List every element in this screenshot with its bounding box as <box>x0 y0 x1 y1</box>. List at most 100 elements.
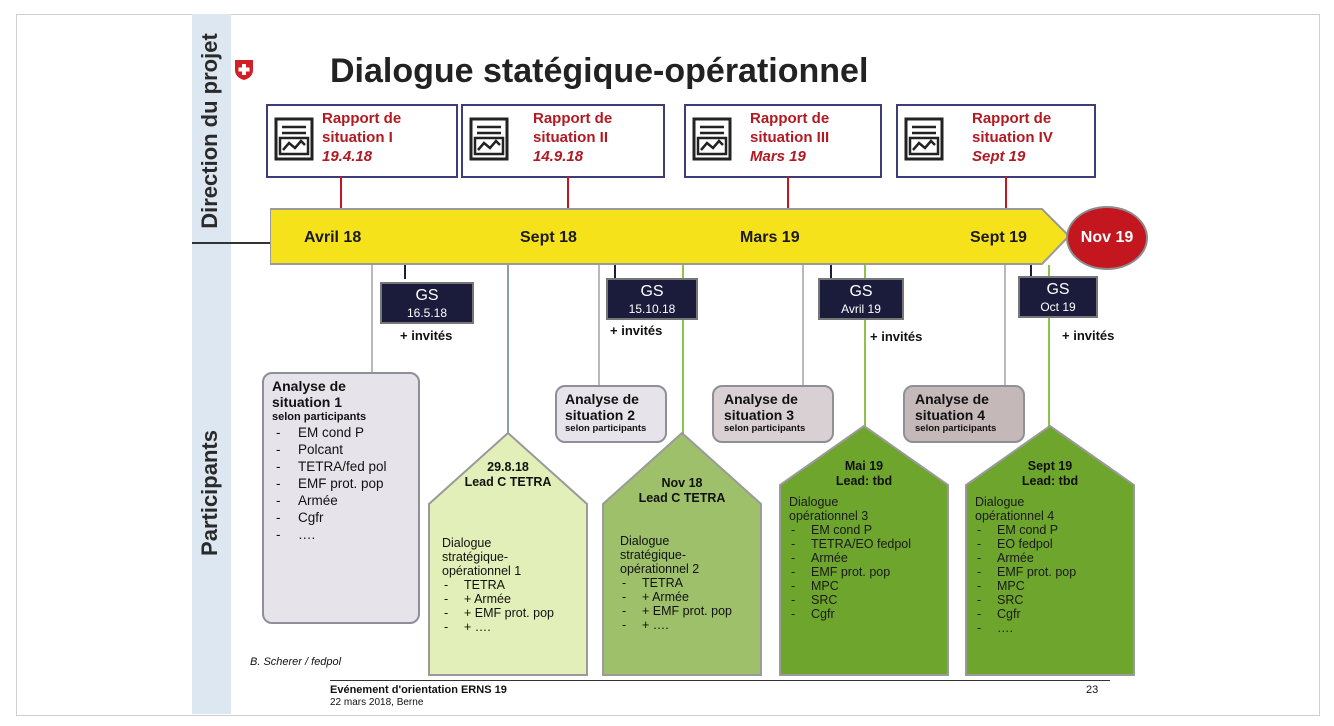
list-item: EM cond P <box>975 523 1133 537</box>
dialogue-connector <box>682 265 684 435</box>
dialogue-lead: Lead: tbd <box>835 474 893 488</box>
dialogue-intro: opérationnel 1 <box>442 564 522 578</box>
list-item: Armée <box>789 551 947 565</box>
dialogue-list: TETRA + Armée + EMF prot. pop + …. <box>442 578 582 634</box>
gs-label: GS <box>640 283 664 300</box>
dialogue-intro: opérationnel 2 <box>620 562 700 576</box>
dialogue-intro: stratégique- <box>620 548 687 562</box>
dialogue-lead: Lead C TETRA <box>638 491 726 505</box>
analysis-subtitle: selon participants <box>915 423 997 434</box>
list-item: …. <box>272 526 410 543</box>
dialogue-connector <box>1048 265 1050 435</box>
report-date: Mars 19 <box>750 148 806 165</box>
report-connector <box>787 176 789 208</box>
page-title: Dialogue statégique-opérationnel <box>330 52 869 90</box>
list-item: …. <box>975 621 1133 635</box>
list-item: Polcant <box>272 441 410 458</box>
timeline-arrow <box>270 208 1070 265</box>
list-item: + EMF prot. pop <box>442 606 582 620</box>
gs-box-2: GS 15.10.18 <box>606 278 698 320</box>
analysis-box-4: Analyse de situation 4 selon participant… <box>903 385 1025 443</box>
analysis-subtitle: selon participants <box>565 423 647 434</box>
analysis-connector <box>802 265 804 385</box>
analysis-box-1: Analyse de situation 1 selon participant… <box>262 372 420 624</box>
report-line1: Rapport de <box>972 110 1052 127</box>
analysis-list: EM cond P Polcant TETRA/fed pol EMF prot… <box>272 424 410 543</box>
gs-box-4: GS Oct 19 <box>1018 276 1098 318</box>
analysis-title: situation 3 <box>724 407 795 423</box>
gs-invites: + invités <box>870 329 923 344</box>
dialogue-intro: stratégique- <box>442 550 509 564</box>
analysis-connector <box>1004 265 1006 385</box>
report-line1: Rapport de <box>322 110 402 127</box>
list-item: + EMF prot. pop <box>620 604 760 618</box>
report-line2: situation II <box>533 129 608 146</box>
dialogue-lead: Lead: tbd <box>1021 474 1079 488</box>
dialogue-connector <box>507 265 509 435</box>
list-item: TETRA/EO fedpol <box>789 537 947 551</box>
analysis-title: Analyse de <box>565 391 639 407</box>
report-box-4: Rapport de situation IV Sept 19 <box>896 104 1096 178</box>
report-connector <box>340 176 342 208</box>
dialogue-shape-3: Mai 19 Lead: tbd Dialogue opérationnel 3… <box>779 425 949 676</box>
list-item: Armée <box>975 551 1133 565</box>
report-chart-icon <box>469 117 509 161</box>
list-item: + Armée <box>620 590 760 604</box>
gs-date: Avril 19 <box>841 302 881 316</box>
gs-date: Oct 19 <box>1040 300 1076 314</box>
analysis-subtitle: selon participants <box>272 411 367 423</box>
list-item: Cgfr <box>272 509 410 526</box>
report-date: 19.4.18 <box>322 148 373 165</box>
report-date: 14.9.18 <box>533 148 584 165</box>
list-item: EMF prot. pop <box>975 565 1133 579</box>
report-box-1: Rapport de situation I 19.4.18 <box>266 104 458 178</box>
timeline-lead-line <box>192 242 272 244</box>
timeline-label: Mars 19 <box>740 229 800 246</box>
report-chart-icon <box>692 117 732 161</box>
dialogue-lead: Lead C TETRA <box>464 475 552 489</box>
analysis-title: situation 1 <box>272 394 343 410</box>
report-box-2: Rapport de situation II 14.9.18 <box>461 104 665 178</box>
analysis-title: situation 4 <box>915 407 986 423</box>
list-item: EM cond P <box>272 424 410 441</box>
gs-date: 16.5.18 <box>406 306 448 320</box>
list-item: Armée <box>272 492 410 509</box>
gs-invites: + invités <box>400 328 453 343</box>
gs-invites: + invités <box>610 323 663 338</box>
dialogue-shape-2: Nov 18 Lead C TETRA Dialogue stratégique… <box>602 432 762 676</box>
list-item: TETRA <box>442 578 582 592</box>
gs-invites: + invités <box>1062 328 1115 343</box>
analysis-box-3: Analyse de situation 3 selon participant… <box>712 385 834 443</box>
author-credit: B. Scherer / fedpol <box>250 656 342 668</box>
dialogue-list: EM cond P TETRA/EO fedpol Armée EMF prot… <box>789 523 947 621</box>
gs-label: GS <box>849 283 873 300</box>
analysis-subtitle: selon participants <box>724 423 806 434</box>
report-line1: Rapport de <box>533 110 613 127</box>
footer-date: 22 mars 2018, Berne <box>330 697 424 708</box>
list-item: + …. <box>442 620 582 634</box>
dialogue-date: 29.8.18 <box>487 460 529 474</box>
dialogue-shape-4: Sept 19 Lead: tbd Dialogue opérationnel … <box>965 425 1135 676</box>
list-item: SRC <box>789 593 947 607</box>
dialogue-connector <box>864 265 866 435</box>
gs-date: 15.10.18 <box>628 302 676 316</box>
report-chart-icon <box>904 117 944 161</box>
dialogue-date: Sept 19 <box>1027 459 1073 473</box>
dialogue-intro: Dialogue <box>789 495 839 509</box>
dialogue-intro: Dialogue <box>975 495 1025 509</box>
page-number: 23 <box>1086 684 1099 696</box>
dialogue-date: Nov 18 <box>661 476 703 490</box>
list-item: TETRA/fed pol <box>272 458 410 475</box>
dialogue-intro: opérationnel 4 <box>975 509 1055 523</box>
list-item: EMF prot. pop <box>272 475 410 492</box>
report-connector <box>1005 176 1007 208</box>
sidebar <box>192 14 231 714</box>
analysis-title: situation 2 <box>565 407 636 423</box>
footer-divider <box>330 680 1110 681</box>
report-connector <box>567 176 569 208</box>
report-line2: situation I <box>322 129 393 146</box>
timeline-label: Sept 19 <box>970 229 1027 246</box>
sidebar-top-label: Direction du projet <box>197 33 222 229</box>
list-item: TETRA <box>620 576 760 590</box>
list-item: + …. <box>620 618 760 632</box>
